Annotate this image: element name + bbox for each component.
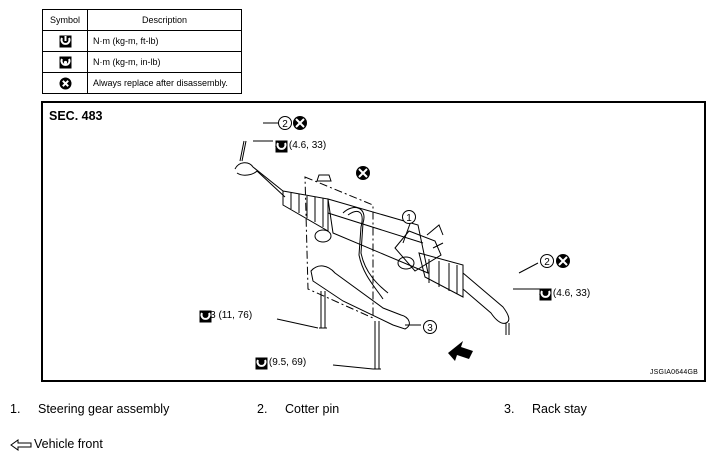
leader-callout-2b <box>518 262 539 274</box>
part-item: 1.Steering gear assembly <box>10 402 170 416</box>
rack-stay <box>310 265 410 330</box>
legend-row-2-desc: N·m (kg-m, in-lb) <box>87 51 242 73</box>
right-boot <box>418 252 464 298</box>
legend-row-1-desc: N·m (kg-m, ft-lb) <box>87 30 242 52</box>
torque-wrench-small-icon <box>59 56 71 68</box>
callout-3: 3 <box>427 323 433 334</box>
torque-wrench-icon <box>199 310 212 323</box>
torque-left-tie-rod: 45 (4.6, 33) <box>275 140 327 153</box>
mount-bushing-left <box>314 229 332 243</box>
replace-x-icon <box>556 254 570 268</box>
replace-x-icon <box>356 166 370 180</box>
mount-bushing-right <box>397 256 415 270</box>
vehicle-front-arrow <box>448 341 473 361</box>
legend-header-symbol: Symbol <box>42 9 88 31</box>
vehicle-front-arrow-icon <box>10 438 32 451</box>
section-label: SEC. 483 <box>49 109 103 123</box>
torque-upper-bolt: 103 (11, 76) <box>199 310 253 323</box>
torque-wrench-icon <box>59 35 71 47</box>
torque-right-tie-rod: 45 (4.6, 33) <box>539 288 591 301</box>
part-item: 3.Rack stay <box>504 402 587 416</box>
torque-lower-bolt: 93 (9.5, 69) <box>255 357 307 370</box>
legend-header-description: Description <box>87 9 242 31</box>
rack-housing <box>327 198 429 274</box>
steering-gear-diagram: SEC. 483 <box>41 101 706 382</box>
rack-nut <box>316 174 332 182</box>
torque-wrench-icon <box>255 357 268 370</box>
left-tie-rod-end <box>234 162 284 192</box>
replace-x-icon <box>293 116 307 130</box>
pinion-housing <box>394 230 442 272</box>
steering-gear-drawing: 1 2 2 3 <box>234 116 570 370</box>
callout-1: 1 <box>406 213 412 224</box>
torque-wrench-icon <box>275 140 288 153</box>
callout-2a: 2 <box>282 119 288 130</box>
part-item: 2.Cotter pin <box>257 402 340 416</box>
leader-bolt-lower <box>332 364 374 370</box>
right-tie-rod-end <box>462 272 510 324</box>
figure-code: JSGIA0644GB <box>649 369 698 376</box>
fluid-line <box>342 207 389 294</box>
callout-2b: 2 <box>544 257 550 268</box>
left-ball-stud <box>239 140 247 162</box>
leader-callout-1 <box>402 220 412 244</box>
torque-wrench-icon <box>539 288 552 301</box>
left-boot <box>282 190 329 232</box>
upper-bolt <box>319 291 327 329</box>
vehicle-front-note: Vehicle front <box>10 437 103 451</box>
lower-bolt <box>373 321 381 370</box>
leader-bolt-upper <box>276 318 319 329</box>
legend-row-3-desc: Always replace after disassembly. <box>87 72 242 94</box>
symbol-legend-table: Symbol Description N·m (kg-m, ft-lb) N·m… <box>42 9 242 94</box>
bracket-outline <box>304 176 374 319</box>
replace-x-icon <box>59 77 71 89</box>
